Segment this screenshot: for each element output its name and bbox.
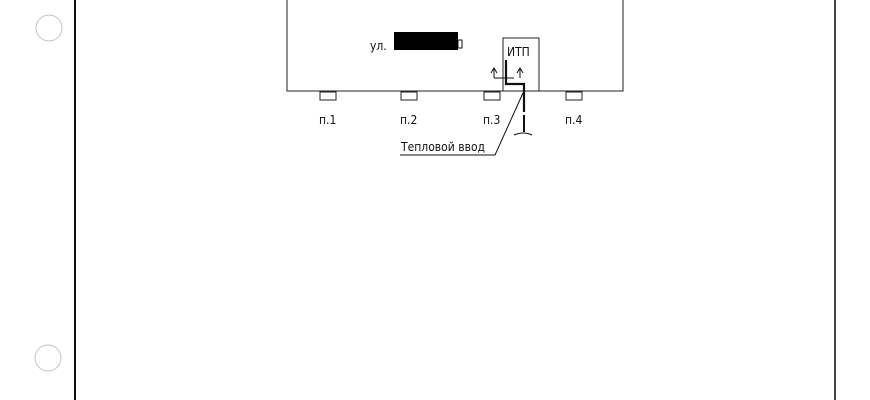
heat-input-label: Тепловой ввод	[400, 140, 485, 154]
entrance-1-marker	[319, 91, 337, 101]
binder-hole-top	[35, 14, 63, 42]
street-name-tail	[457, 39, 463, 49]
redacted-street-name	[394, 32, 458, 50]
building-outline	[286, 0, 624, 92]
entrance-4-label: п.4	[565, 113, 582, 127]
entrance-2-marker	[400, 91, 418, 101]
entrance-2-label: п.2	[400, 113, 417, 127]
heat-pipe	[490, 60, 533, 136]
entrance-4-marker	[565, 91, 583, 101]
entrances	[319, 91, 583, 101]
heat-input-leader-line	[400, 92, 524, 156]
entrance-3-marker	[483, 91, 501, 101]
entrance-3-label: п.3	[483, 113, 500, 127]
itp-label: ИТП	[507, 45, 530, 59]
entrance-1-label: п.1	[319, 113, 336, 127]
binder-hole-bottom	[34, 344, 62, 372]
street-label: ул.	[370, 39, 387, 53]
itp-box	[502, 37, 540, 92]
